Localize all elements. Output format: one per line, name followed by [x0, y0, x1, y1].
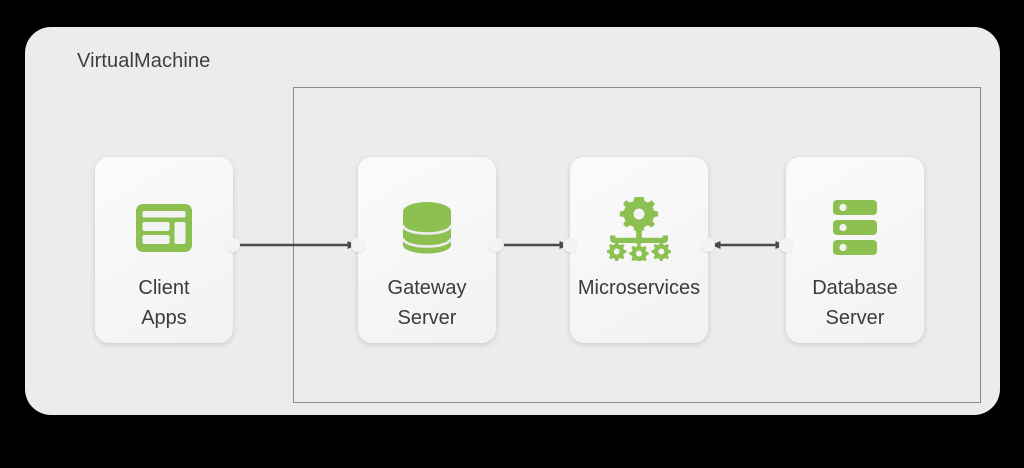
connector-nub-left — [563, 238, 577, 252]
node-gateway-server[interactable]: Gateway Server — [351, 157, 503, 343]
node-label-microservices: Microservices — [578, 273, 700, 303]
diagram-root: VirtualMachine — [25, 27, 1000, 415]
node-microservices[interactable]: Microservices — [563, 157, 715, 343]
label-line-1: Client — [138, 277, 190, 299]
dashboard-layout-icon — [135, 189, 193, 267]
virtualmachine-label: VirtualMachine — [77, 50, 211, 72]
diagram-panel: VirtualMachine — [25, 27, 1000, 415]
gears-tree-icon — [600, 189, 678, 267]
connector-nub-left — [779, 238, 793, 252]
connector-nub-right — [489, 238, 503, 252]
node-client-apps[interactable]: Client Apps — [95, 157, 240, 343]
connector-nub-right — [226, 238, 240, 252]
label-line-1: Gateway — [387, 277, 467, 299]
label-line-1: Microservices — [577, 277, 701, 299]
label-line-1: Database — [812, 277, 898, 299]
node-label-client-apps: Client Apps — [138, 273, 189, 333]
server-racks-icon — [831, 189, 879, 267]
connector-nub-left — [351, 238, 365, 252]
database-cylinder-icon — [400, 189, 454, 267]
node-label-database-server: Database Server — [812, 273, 898, 333]
label-line-2: Server — [397, 307, 457, 329]
label-line-2: Server — [825, 307, 885, 329]
label-line-2: Apps — [141, 307, 187, 329]
connector-nub-right — [701, 238, 715, 252]
node-label-gateway-server: Gateway Server — [388, 273, 467, 333]
node-database-server[interactable]: Database Server — [779, 157, 924, 343]
